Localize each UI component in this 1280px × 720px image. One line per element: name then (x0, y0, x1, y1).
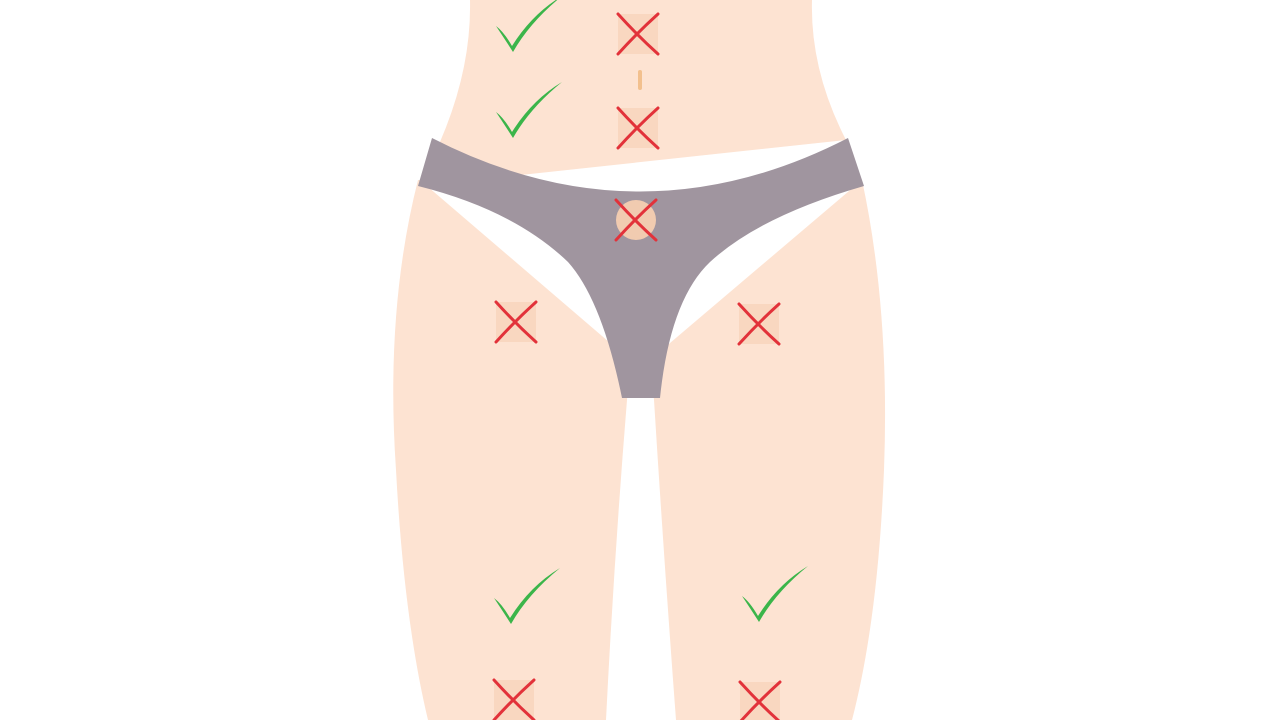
cross-icon (616, 106, 660, 150)
right-leg-shape (650, 180, 886, 720)
check-icon (496, 0, 558, 52)
marker-inner-thigh-left (494, 300, 538, 344)
check-icon (494, 568, 560, 624)
marker-knee-left (492, 678, 536, 720)
navel (638, 70, 642, 90)
marker-lower-thigh-left (494, 568, 560, 624)
cross-icon (614, 198, 658, 242)
cross-icon (492, 678, 536, 720)
marker-abdomen-lower-left (496, 82, 562, 138)
check-icon (496, 82, 562, 138)
cross-icon (616, 12, 660, 56)
marker-abdomen-lower-center (616, 106, 660, 150)
underwear (418, 138, 864, 398)
marker-abdomen-upper-center (616, 12, 660, 56)
marker-lower-thigh-right (742, 566, 808, 622)
check-icon (742, 566, 808, 622)
marker-knee-right (738, 680, 782, 720)
left-leg-shape (393, 180, 630, 720)
cross-icon (737, 302, 781, 346)
marker-abdomen-upper-left (496, 0, 558, 52)
marker-groin-center (614, 198, 658, 242)
cross-icon (494, 300, 538, 344)
torso-shape (418, 0, 846, 186)
marker-inner-thigh-right (737, 302, 781, 346)
markers-layer (492, 0, 808, 720)
cross-icon (738, 680, 782, 720)
